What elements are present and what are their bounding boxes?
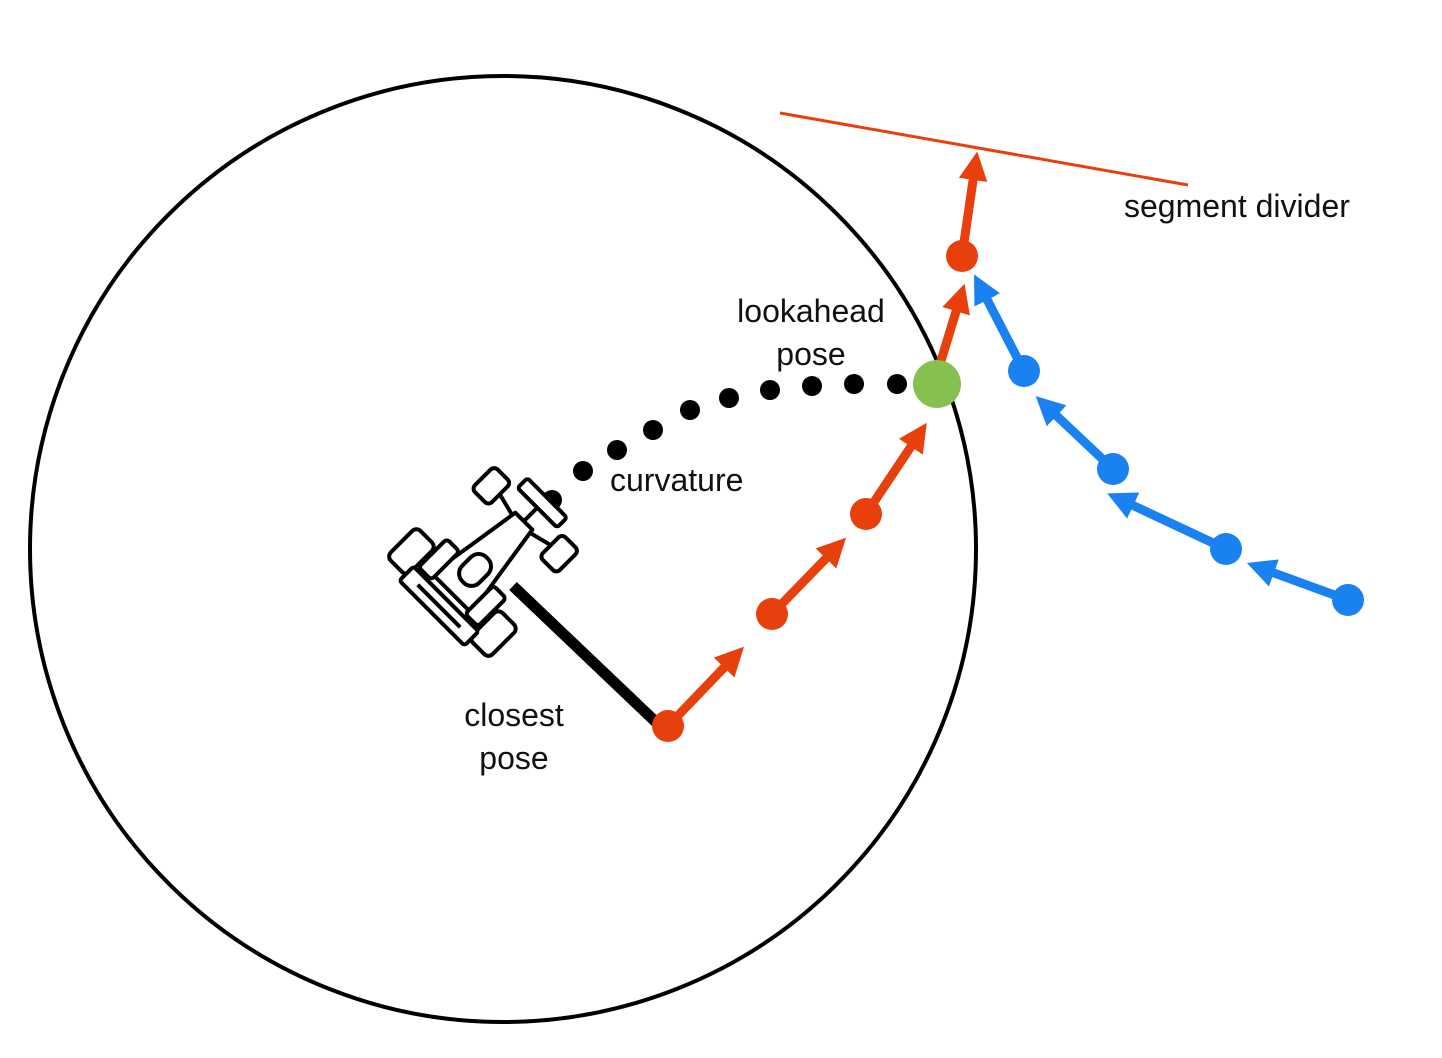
curvature-dot [719, 388, 739, 408]
race-car-icon [387, 466, 579, 658]
segment-divider-label: segment divider [1124, 188, 1350, 224]
red-path-arrow [957, 151, 988, 257]
lookahead-point [913, 360, 961, 408]
blue-path-arrow [1246, 559, 1350, 605]
curvature-dot [607, 440, 627, 460]
lookahead-pose-label: lookahead [737, 293, 885, 329]
lookahead-circle [28, 74, 978, 1024]
curvature-dot [573, 461, 593, 481]
curvature-dot [887, 374, 907, 394]
red-path-point [652, 710, 684, 742]
closest-pose-connector [509, 582, 664, 730]
red-path-arrow [935, 283, 970, 366]
closest-pose-label: closest [464, 697, 564, 733]
blue-path-point [1008, 355, 1040, 387]
blue-path-point [1210, 533, 1242, 565]
red-path-arrow [664, 646, 744, 730]
blue-path-arrow [1107, 492, 1228, 554]
red-path-arrow [768, 537, 847, 618]
blue-path-arrow [1035, 396, 1117, 473]
curvature-dot [643, 420, 663, 440]
blue-path-point [1332, 584, 1364, 616]
blue-path-point [1097, 453, 1129, 485]
red-path-point [850, 498, 882, 530]
red-path [652, 151, 988, 742]
curvature-dot [680, 400, 700, 420]
blue-path [974, 274, 1364, 616]
lookahead-pose-label-line2: pose [776, 336, 845, 372]
curvature-dot [802, 376, 822, 396]
blue-path-arrow [974, 274, 1028, 374]
red-path-point [756, 598, 788, 630]
curvature-dot [760, 380, 780, 400]
curvature-arc [542, 374, 907, 510]
curvature-dot [844, 374, 864, 394]
curvature-label: curvature [610, 462, 743, 498]
closest-pose-label-line2: pose [479, 740, 548, 776]
segment-divider-line [779, 111, 1189, 187]
red-path-point [946, 240, 978, 272]
red-path-arrow [862, 422, 927, 517]
